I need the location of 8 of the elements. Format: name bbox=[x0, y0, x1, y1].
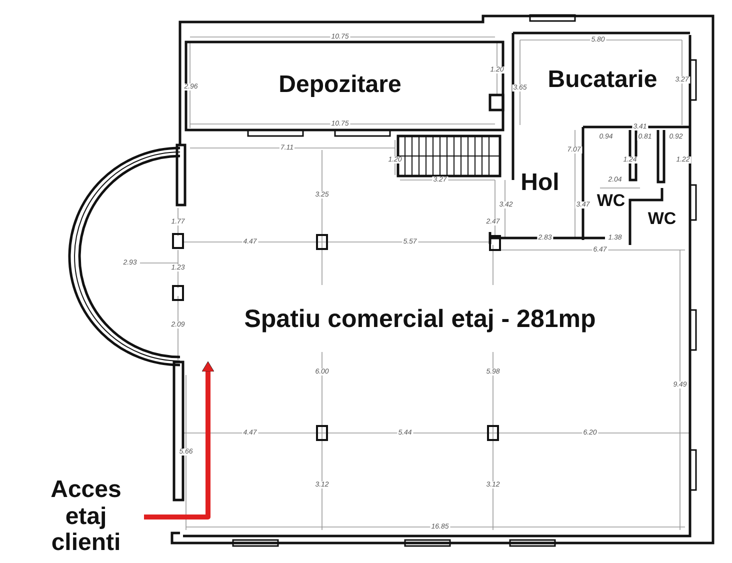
room-label: Hol bbox=[516, 160, 564, 206]
room-label: Bucatarie bbox=[530, 46, 675, 114]
room-label: Spatiu comercial etaj - 281mp bbox=[200, 280, 640, 360]
room-label: Depozitare bbox=[200, 50, 480, 120]
arrow bbox=[144, 361, 214, 520]
room-label: WC bbox=[638, 202, 686, 236]
room-label: WC bbox=[594, 186, 628, 216]
entrance-label: Acces etaj clienti bbox=[30, 476, 142, 558]
